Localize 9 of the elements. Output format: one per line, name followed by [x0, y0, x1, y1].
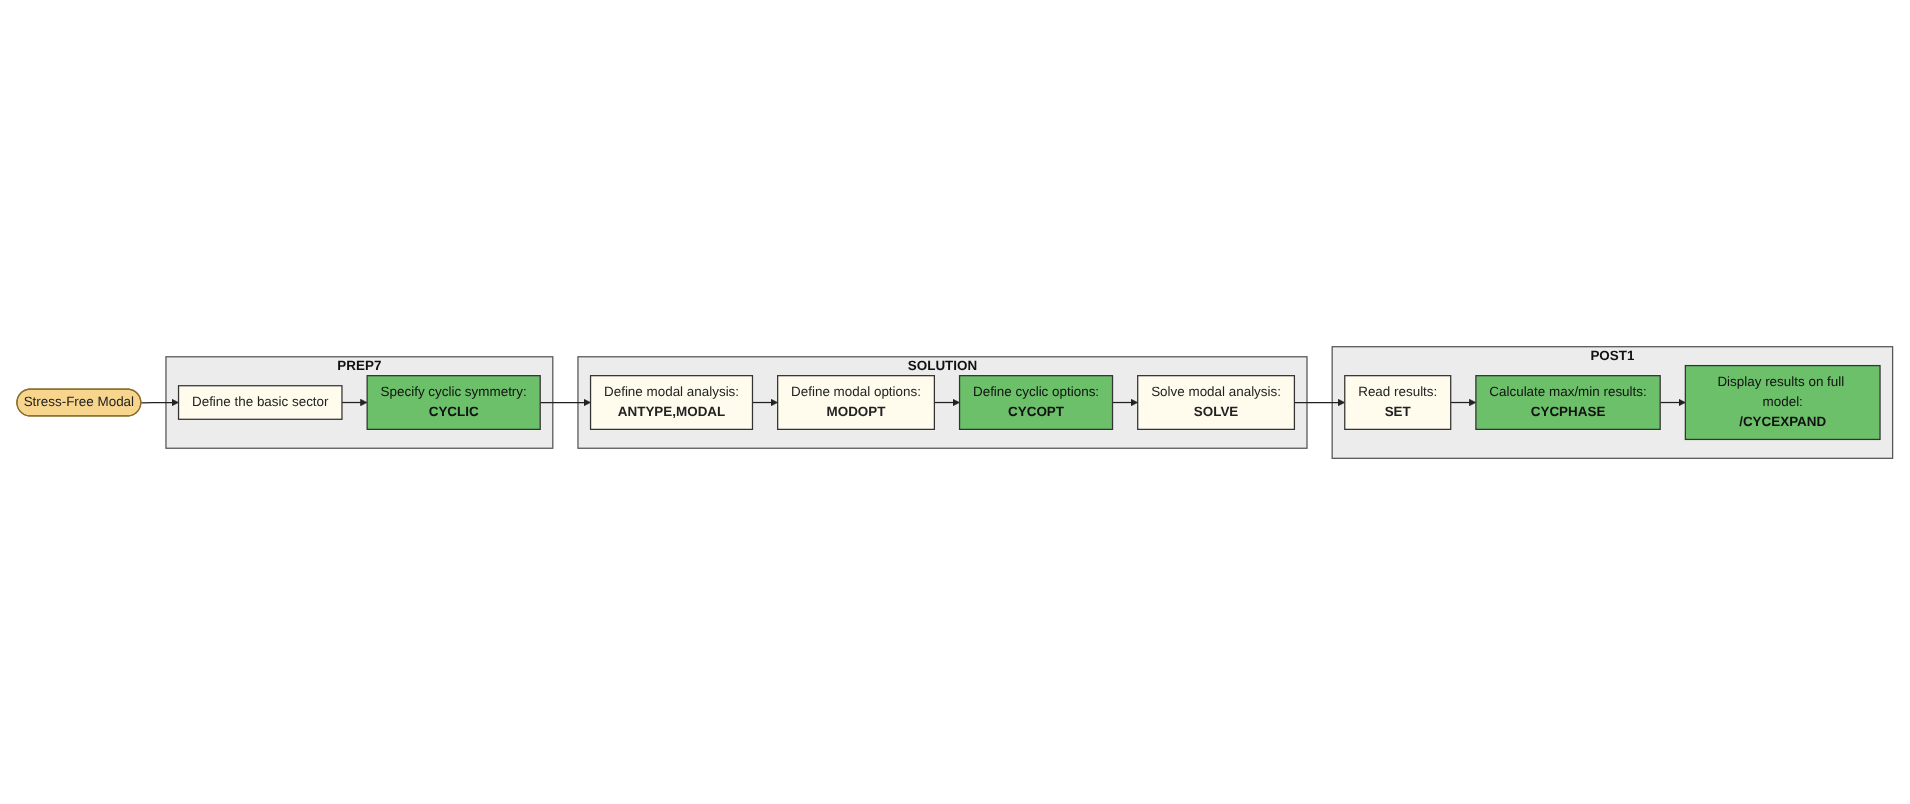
arrow	[341, 398, 368, 406]
arrow	[1112, 398, 1139, 406]
arrow	[752, 398, 779, 406]
arrow	[1294, 398, 1346, 406]
arrow	[539, 398, 592, 406]
arrow	[1659, 398, 1686, 406]
arrow	[1450, 398, 1477, 406]
arrow	[140, 398, 180, 406]
arrow	[933, 398, 961, 406]
